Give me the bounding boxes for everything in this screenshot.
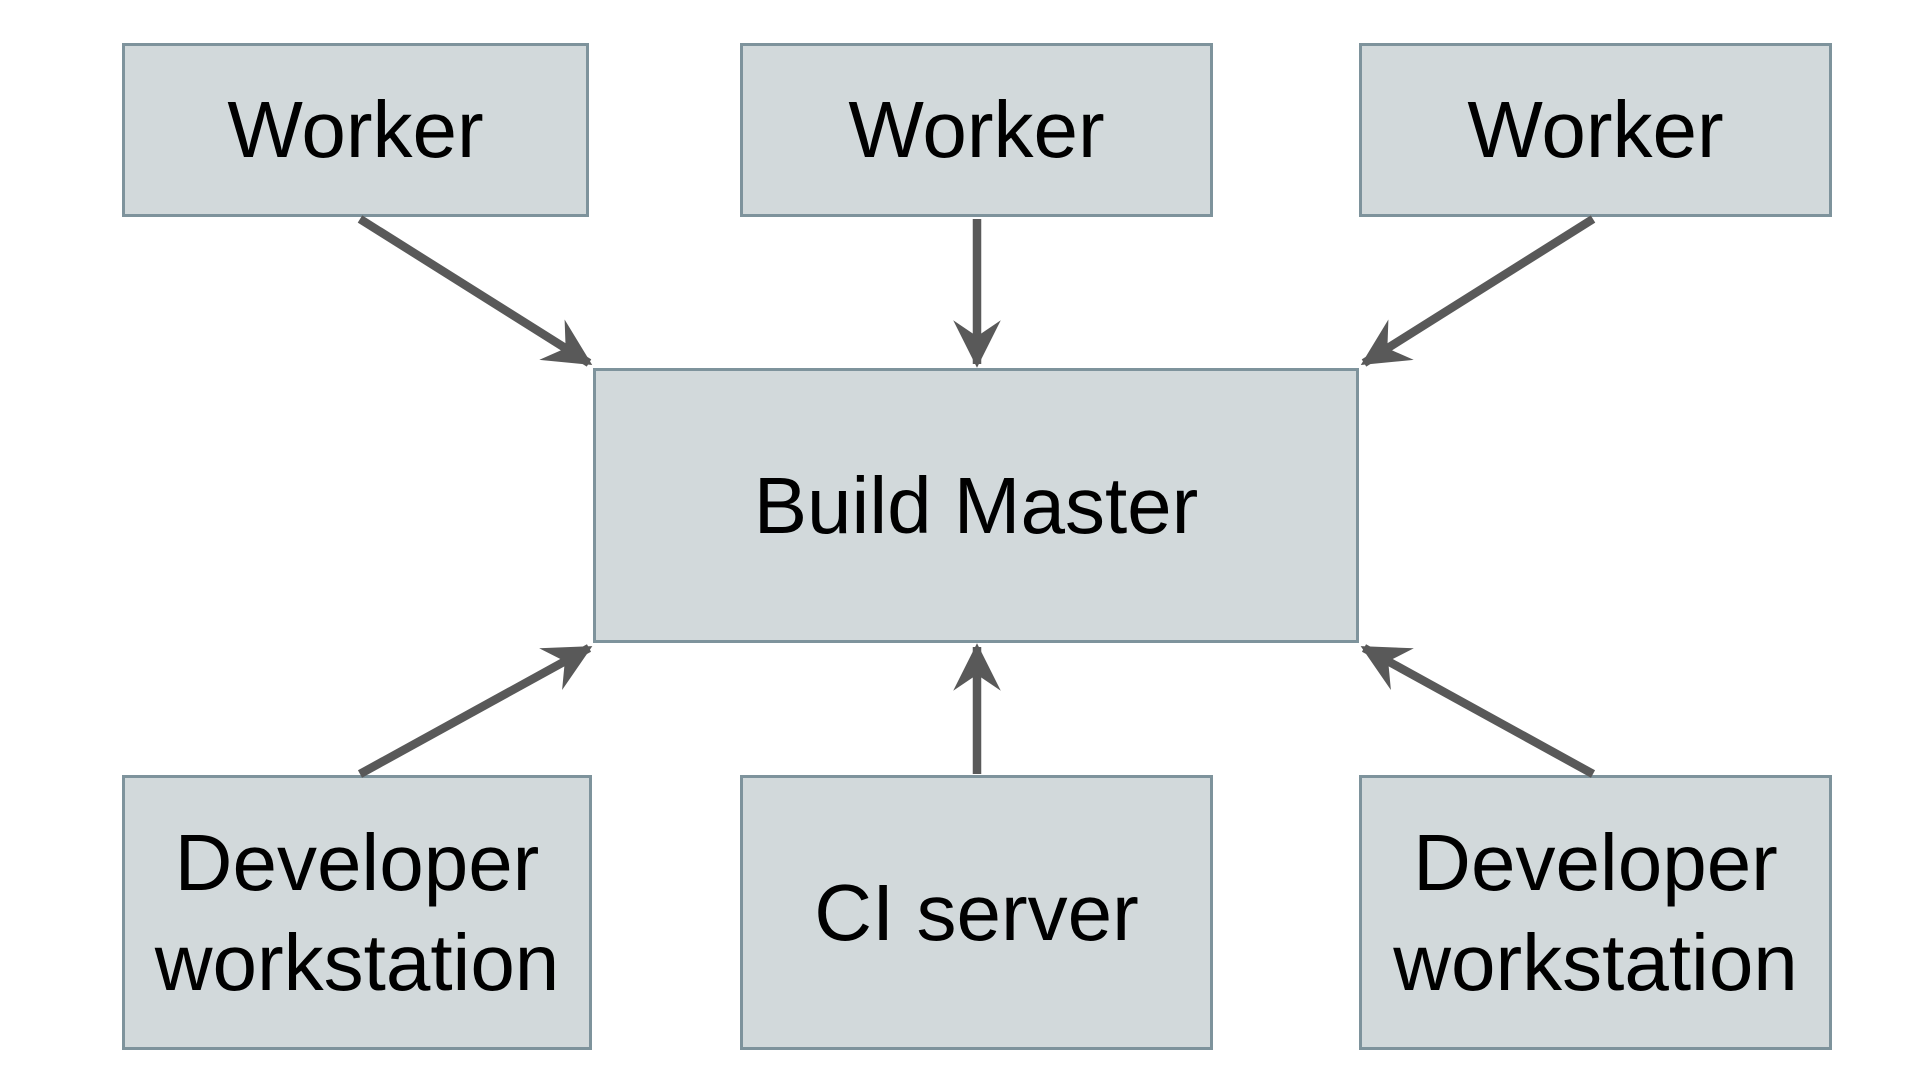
- worker-3-to-build-master-arrow: [1360, 215, 1596, 367]
- ci-server-label: CI server: [814, 867, 1139, 957]
- dev-workstation-right-to-build-master-arrow: [1360, 644, 1596, 778]
- dev-workstation-right-label: Developer workstation: [1393, 817, 1798, 1007]
- ci-server-node: CI server: [740, 775, 1213, 1050]
- build-master-node: Build Master: [593, 368, 1359, 643]
- dev-workstation-left-to-build-master-arrow: [357, 644, 593, 778]
- worker-3-label: Worker: [1467, 85, 1724, 174]
- worker-1-to-build-master-arrow: [357, 215, 593, 367]
- dev-workstation-right-node: Developer workstation: [1359, 775, 1832, 1050]
- worker-1-label: Worker: [227, 85, 484, 174]
- dev-workstation-left-label: Developer workstation: [154, 817, 560, 1007]
- build-master-label: Build Master: [753, 460, 1199, 550]
- worker-2-node: Worker: [740, 43, 1213, 217]
- worker-1-node: Worker: [122, 43, 589, 217]
- worker-3-node: Worker: [1359, 43, 1832, 217]
- worker-2-label: Worker: [848, 85, 1105, 174]
- dev-workstation-left-node: Developer workstation: [122, 775, 592, 1050]
